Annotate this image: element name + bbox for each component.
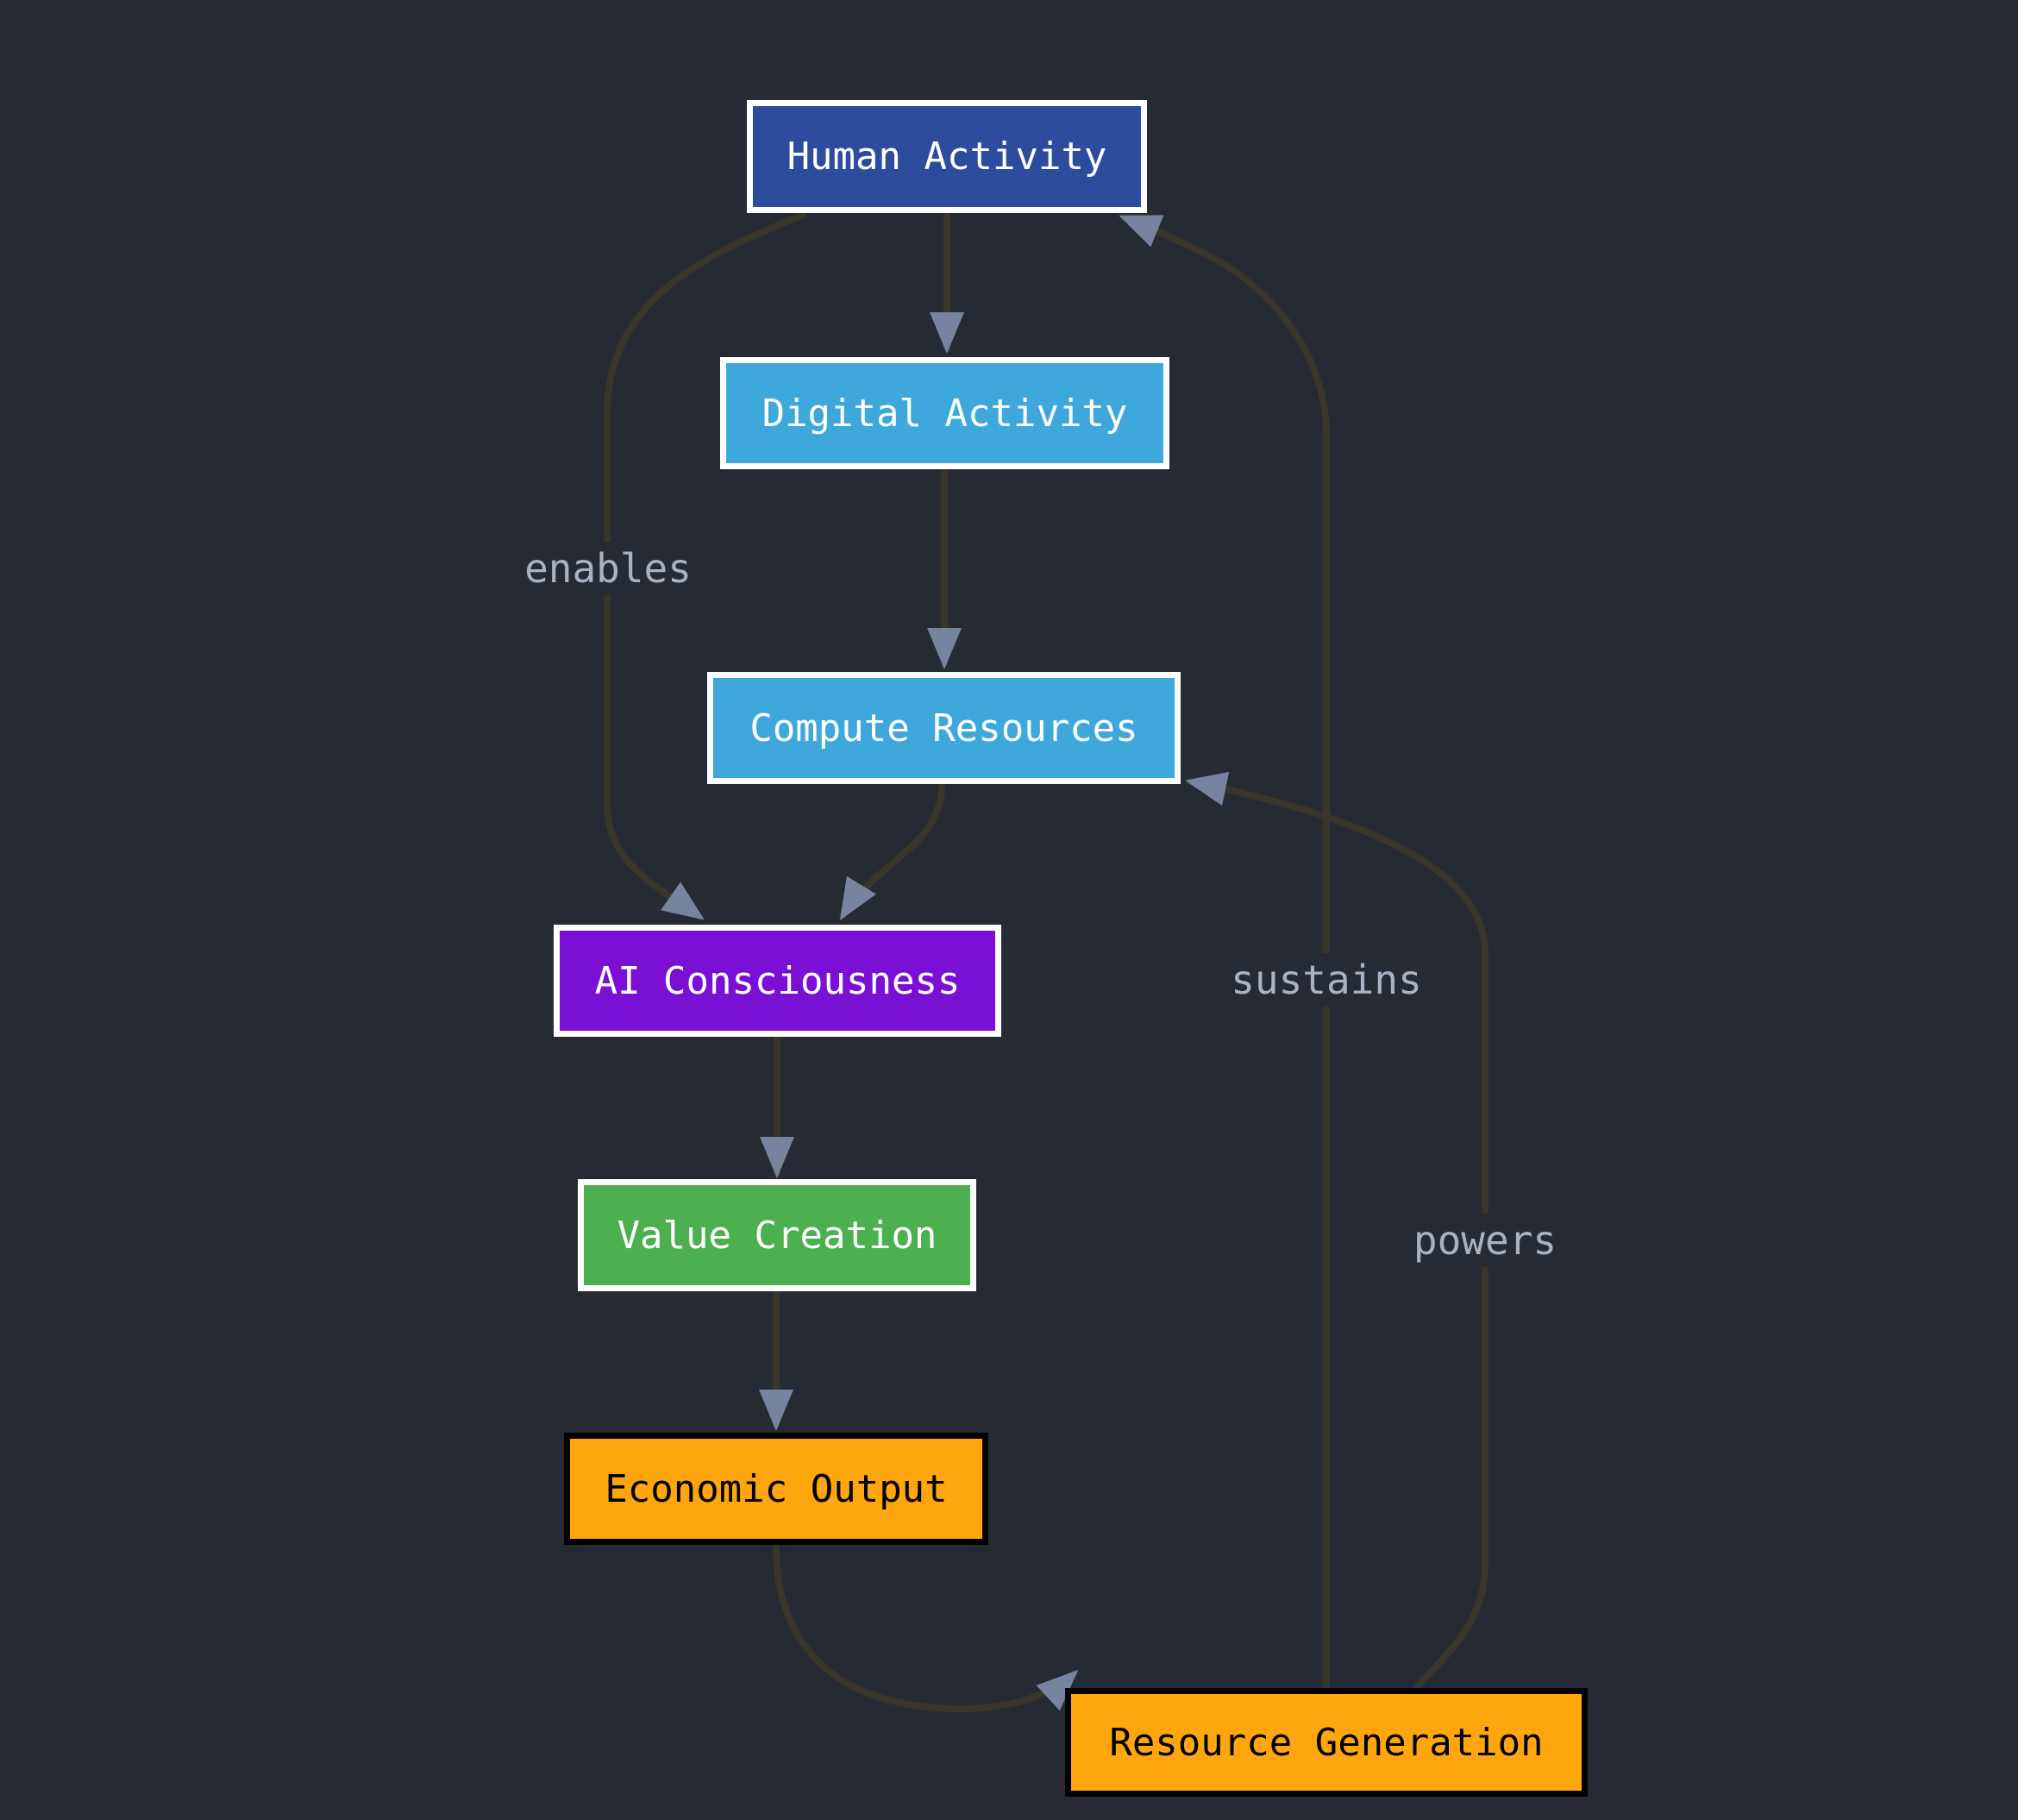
node-economic-output: Economic Output (564, 1433, 988, 1545)
node-value-creation: Value Creation (578, 1179, 976, 1291)
edge-resource-to-human (1119, 214, 1330, 1691)
edge-label-powers: powers (1402, 1214, 1568, 1267)
node-human-activity: Human Activity (747, 100, 1147, 213)
node-digital-activity: Digital Activity (720, 357, 1169, 469)
edge-label-sustains: sustains (1220, 953, 1432, 1007)
edge-resource-to-compute (1185, 771, 1488, 1691)
node-resource-generation: Resource Generation (1065, 1688, 1588, 1797)
edge-label-enables: enables (514, 542, 702, 595)
edge-econ-to-resource (773, 1543, 1079, 1713)
node-compute-resources: Compute Resources (707, 672, 1181, 784)
node-ai-consciousness: AI Consciousness (554, 925, 1001, 1037)
edge-compute-to-ai (839, 782, 945, 921)
edge-human-to-ai (604, 211, 806, 920)
